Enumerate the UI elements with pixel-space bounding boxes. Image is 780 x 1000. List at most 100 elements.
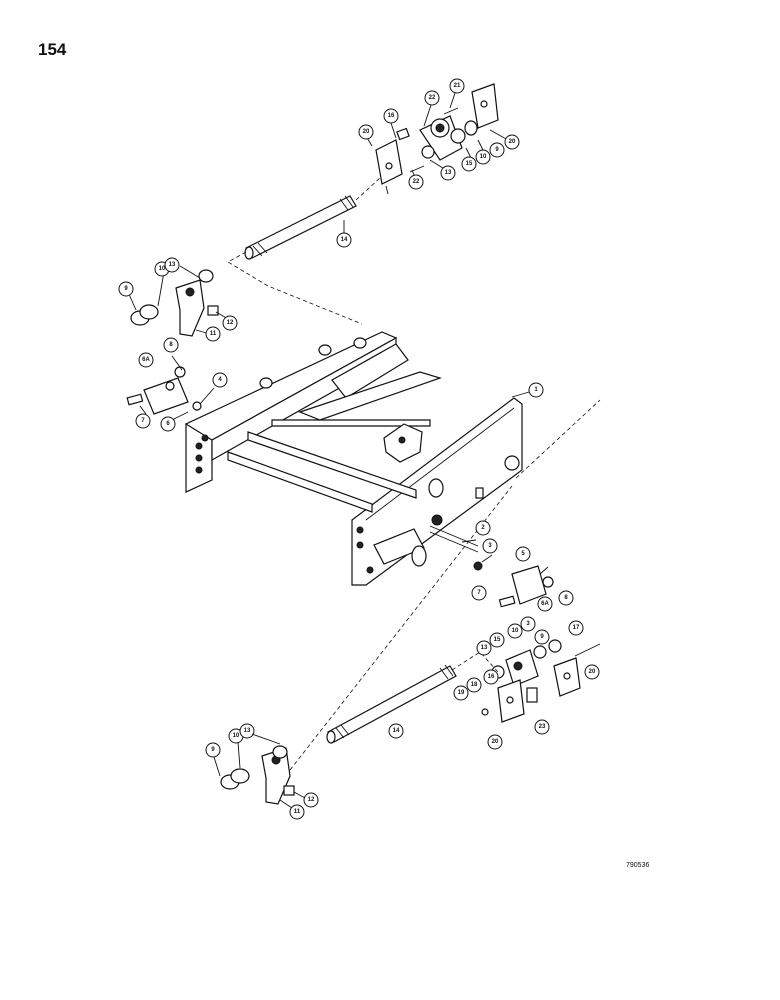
- callout-20-top-right: 20: [504, 134, 520, 150]
- svg-text:16: 16: [388, 113, 395, 119]
- svg-text:17: 17: [573, 625, 580, 631]
- lower-left-arm: [220, 745, 295, 805]
- svg-text:10: 10: [512, 628, 519, 634]
- upper-left-bracket: [126, 366, 202, 415]
- callout-13-top: 13: [440, 165, 456, 181]
- svg-text:13: 13: [445, 170, 452, 176]
- page-number: 154: [38, 40, 67, 59]
- callout-18: 18: [466, 677, 482, 693]
- upper-arm-assembly: [375, 83, 499, 185]
- callout-14-lower: 14: [388, 723, 404, 739]
- upper-shaft: [244, 195, 357, 260]
- lower-shaft: [326, 664, 457, 744]
- svg-text:9: 9: [495, 147, 499, 153]
- callout-16-top: 16: [383, 108, 399, 124]
- svg-text:6A: 6A: [142, 357, 150, 363]
- svg-text:1: 1: [534, 387, 538, 393]
- bottom-arm-leaders: [213, 733, 306, 809]
- svg-text:10: 10: [233, 733, 240, 739]
- callout-11: 11: [205, 326, 221, 342]
- svg-text:20: 20: [509, 139, 516, 145]
- svg-text:12: 12: [227, 320, 234, 326]
- callout-5: 5: [515, 546, 531, 562]
- callout-22-top-lower: 22: [408, 174, 424, 190]
- callout-8: 8: [163, 337, 179, 353]
- svg-text:10: 10: [480, 154, 487, 160]
- callout-12-bottom: 12: [303, 792, 319, 808]
- svg-text:23: 23: [539, 724, 546, 730]
- callout-13: 13: [164, 257, 180, 273]
- svg-text:7: 7: [477, 590, 481, 596]
- callout-13-lower: 13: [476, 640, 492, 656]
- callout-19: 19: [453, 685, 469, 701]
- callout-4: 4: [212, 372, 228, 388]
- svg-text:14: 14: [393, 728, 400, 734]
- svg-text:13: 13: [481, 645, 488, 651]
- callout-9: 9: [118, 281, 134, 297]
- callout-2: 2: [475, 520, 491, 536]
- svg-text:3: 3: [488, 543, 492, 549]
- svg-text:15: 15: [494, 637, 501, 643]
- callout-6a-lower: 6A: [537, 596, 553, 612]
- callout-9-top: 9: [489, 142, 505, 158]
- callout-20-top-left: 20: [358, 124, 374, 140]
- svg-text:21: 21: [454, 83, 461, 89]
- svg-text:20: 20: [363, 129, 370, 135]
- svg-text:9: 9: [540, 634, 544, 640]
- callout-23: 23: [534, 719, 550, 735]
- svg-text:6A: 6A: [541, 601, 549, 607]
- alignment-lines: [227, 177, 601, 771]
- lower-right-bracket: [473, 561, 554, 608]
- svg-text:15: 15: [466, 161, 473, 167]
- lower-arm-assembly: [481, 639, 601, 723]
- callout-15-lower: 15: [489, 632, 505, 648]
- callout-6: 6: [160, 416, 176, 432]
- callout-9-lower: 9: [534, 629, 550, 645]
- callout-1: 1: [528, 382, 544, 398]
- svg-text:22: 22: [429, 95, 436, 101]
- svg-text:13: 13: [169, 262, 176, 268]
- svg-text:19: 19: [458, 690, 465, 696]
- callout-17: 17: [568, 620, 584, 636]
- svg-text:2: 2: [481, 525, 485, 531]
- callout-22-top: 22: [424, 90, 440, 106]
- svg-text:9: 9: [124, 286, 128, 292]
- figure-code: 790536: [626, 862, 650, 869]
- svg-text:8: 8: [564, 595, 568, 601]
- svg-text:22: 22: [413, 179, 420, 185]
- callout-3: 3: [482, 538, 498, 554]
- main-frame-assembly: [184, 331, 523, 586]
- svg-text:12: 12: [308, 797, 315, 803]
- svg-text:5: 5: [521, 551, 525, 557]
- svg-text:20: 20: [492, 739, 499, 745]
- callout-9-bottom: 9: [205, 742, 221, 758]
- svg-text:14: 14: [341, 237, 348, 243]
- svg-text:20: 20: [589, 669, 596, 675]
- svg-text:8: 8: [169, 342, 173, 348]
- svg-text:11: 11: [294, 809, 301, 815]
- svg-text:4: 4: [218, 377, 222, 383]
- callout-15-top: 15: [461, 156, 477, 172]
- callout-20-lower-right: 20: [584, 664, 600, 680]
- callout-11-bottom: 11: [289, 804, 305, 820]
- callout-10-top: 10: [475, 149, 491, 165]
- callout-10-lower: 10: [507, 623, 523, 639]
- callout-8-lower: 8: [558, 590, 574, 606]
- callout-21: 21: [449, 78, 465, 94]
- svg-text:10: 10: [159, 266, 166, 272]
- callout-7: 7: [135, 413, 151, 429]
- callout-14: 14: [336, 232, 352, 248]
- callout-10-bottom: 10: [228, 728, 244, 744]
- callout-16-lower: 16: [483, 669, 499, 685]
- svg-text:16: 16: [488, 674, 495, 680]
- callout-20-lower-left: 20: [487, 734, 503, 750]
- svg-text:7: 7: [141, 418, 145, 424]
- svg-text:3: 3: [526, 621, 530, 627]
- callout-3-lower: 3: [520, 616, 536, 632]
- svg-text:11: 11: [210, 331, 217, 337]
- callout-13-bottom: 13: [239, 723, 255, 739]
- callout-6a: 6A: [138, 352, 154, 368]
- svg-text:18: 18: [471, 682, 478, 688]
- svg-text:13: 13: [244, 728, 251, 734]
